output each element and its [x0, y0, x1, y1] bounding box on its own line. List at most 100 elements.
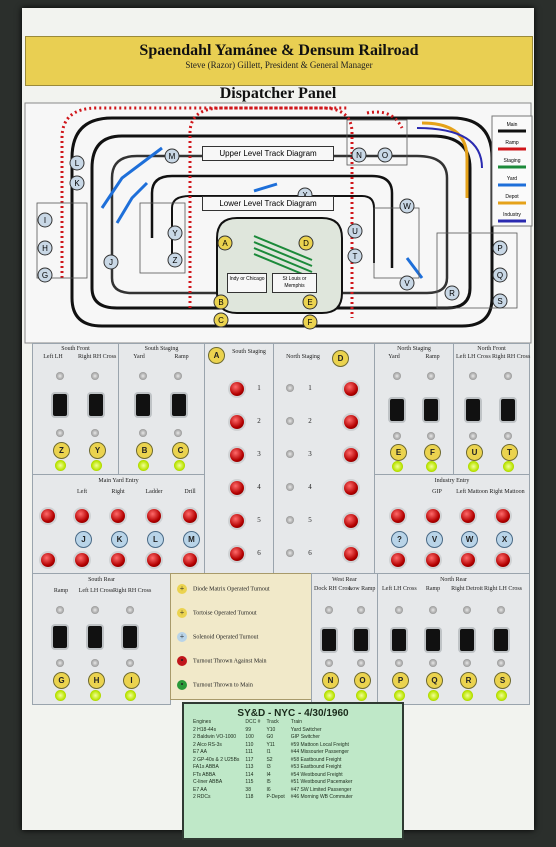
- south-staging-col-title: South Staging: [232, 349, 266, 355]
- yard-button-ladder-2[interactable]: [147, 553, 161, 567]
- yard-button-right-2[interactable]: [111, 553, 125, 567]
- yard-button-drill[interactable]: [183, 509, 197, 523]
- industry-button-w-2[interactable]: [461, 553, 475, 567]
- tag-j: J: [75, 531, 92, 548]
- industry-button-x-2[interactable]: [496, 553, 510, 567]
- toggle-switch-s[interactable]: [494, 629, 508, 651]
- staging-button-n2[interactable]: [344, 415, 358, 429]
- roster-cell: I5: [266, 779, 271, 785]
- status-led: [55, 690, 66, 701]
- north-front-sub2: Right RH Cross: [492, 354, 531, 360]
- tag-p: P: [392, 672, 409, 689]
- legend-label: Yard: [507, 176, 517, 182]
- toggle-switch-z[interactable]: [53, 394, 67, 416]
- staging-button-s1[interactable]: [230, 382, 244, 396]
- south-rear-title: South Rear: [88, 577, 115, 583]
- status-led: [392, 461, 403, 472]
- staging-button-n5[interactable]: [344, 514, 358, 528]
- industry-track: [416, 127, 483, 169]
- yard-button-extra-2[interactable]: [41, 553, 55, 567]
- roster-cell: E7 AA: [193, 786, 207, 793]
- diagram-node-label: Y: [172, 229, 178, 238]
- tag-f: F: [424, 444, 441, 461]
- roster-cell: #59 Mattoon Local Freight: [290, 741, 349, 748]
- yard-button-left-2[interactable]: [75, 553, 89, 567]
- industry-button-x[interactable]: [496, 509, 510, 523]
- diagram-node-m: [164, 148, 180, 164]
- diagram-node-k: [69, 175, 85, 191]
- roster-cell: FTs ABBA: [193, 771, 216, 778]
- staging-button-n6[interactable]: [344, 547, 358, 561]
- main-loop-inner: [90, 134, 472, 310]
- diagram-node-label: N: [356, 151, 362, 160]
- tag-m: M: [183, 531, 200, 548]
- diagram-node-l: [69, 155, 85, 171]
- diagram-node-n: [351, 147, 367, 163]
- status-led: [174, 460, 185, 471]
- railroad-title: Spaendahl Yamánee & Densum Railroad: [139, 42, 419, 59]
- status-led: [90, 690, 101, 701]
- toggle-switch-f[interactable]: [424, 399, 438, 421]
- toggle-switch-i[interactable]: [123, 626, 137, 648]
- unknown-button[interactable]: [391, 509, 405, 523]
- south-front-sub2: Right RH Cross: [78, 354, 117, 360]
- track-number: 5: [257, 516, 261, 524]
- toggle-switch-c[interactable]: [172, 394, 186, 416]
- toggle-switch-g[interactable]: [53, 626, 67, 648]
- staging-button-s2[interactable]: [230, 415, 244, 429]
- staging-button-n3[interactable]: [344, 448, 358, 462]
- industry-label: Right Mattoon: [489, 489, 525, 495]
- south-rear-label: Left LH Cross: [78, 588, 114, 594]
- toggle-switch-h[interactable]: [88, 626, 102, 648]
- industry-button-unknown-2[interactable]: [391, 553, 405, 567]
- roster-cell: 2 Baldwin VO-1000: [193, 734, 237, 740]
- toggle-switch-e[interactable]: [390, 399, 404, 421]
- key-symbol-icon: +: [177, 584, 187, 594]
- roster-cell: 38: [245, 786, 251, 793]
- screw: [357, 659, 365, 667]
- screw: [325, 659, 333, 667]
- yard-button-drill-2[interactable]: [183, 553, 197, 567]
- diagram-node-i: [37, 212, 53, 228]
- toggle-switch-p[interactable]: [392, 629, 406, 651]
- industry-button-w[interactable]: [461, 509, 475, 523]
- key-symbol-icon: +: [177, 632, 187, 642]
- tag-s: S: [494, 672, 511, 689]
- south-staging-sub1: Yard: [133, 354, 145, 360]
- toggle-switch-u[interactable]: [466, 399, 480, 421]
- screw: [126, 659, 134, 667]
- staging-button-n4[interactable]: [344, 481, 358, 495]
- diagram-node-label: O: [382, 151, 388, 160]
- roster-cell: 114: [245, 771, 254, 778]
- staging-button-s3[interactable]: [230, 448, 244, 462]
- diagram-node-label: F: [308, 318, 313, 327]
- yard-button-ladder[interactable]: [147, 509, 161, 523]
- toggle-switch-r[interactable]: [460, 629, 474, 651]
- toggle-switch-y[interactable]: [89, 394, 103, 416]
- staging-button-n1[interactable]: [344, 382, 358, 396]
- staging-button-s6[interactable]: [230, 547, 244, 561]
- yard-button-right[interactable]: [111, 509, 125, 523]
- toggle-switch-q[interactable]: [426, 629, 440, 651]
- toggle-switch-b[interactable]: [136, 394, 150, 416]
- main-yard-label: Left: [77, 489, 87, 495]
- tag-n: N: [322, 672, 339, 689]
- staging-button-s4[interactable]: [230, 481, 244, 495]
- industry-button-v[interactable]: [426, 509, 440, 523]
- key-label: Tortoise Operated Turnout: [193, 610, 257, 617]
- toggle-switch-t[interactable]: [501, 399, 515, 421]
- industry-button-v-2[interactable]: [426, 553, 440, 567]
- yard-button-left[interactable]: [75, 509, 89, 523]
- diagram-node-label: X: [302, 191, 308, 200]
- roster-header: Engines: [193, 719, 212, 725]
- yard-button-extra[interactable]: [41, 509, 55, 523]
- toggle-switch-o[interactable]: [354, 629, 368, 651]
- staging-button-s5[interactable]: [230, 514, 244, 528]
- diagram-node-p: [492, 240, 508, 256]
- diagram-node-o: [377, 147, 393, 163]
- toggle-switch-n[interactable]: [322, 629, 336, 651]
